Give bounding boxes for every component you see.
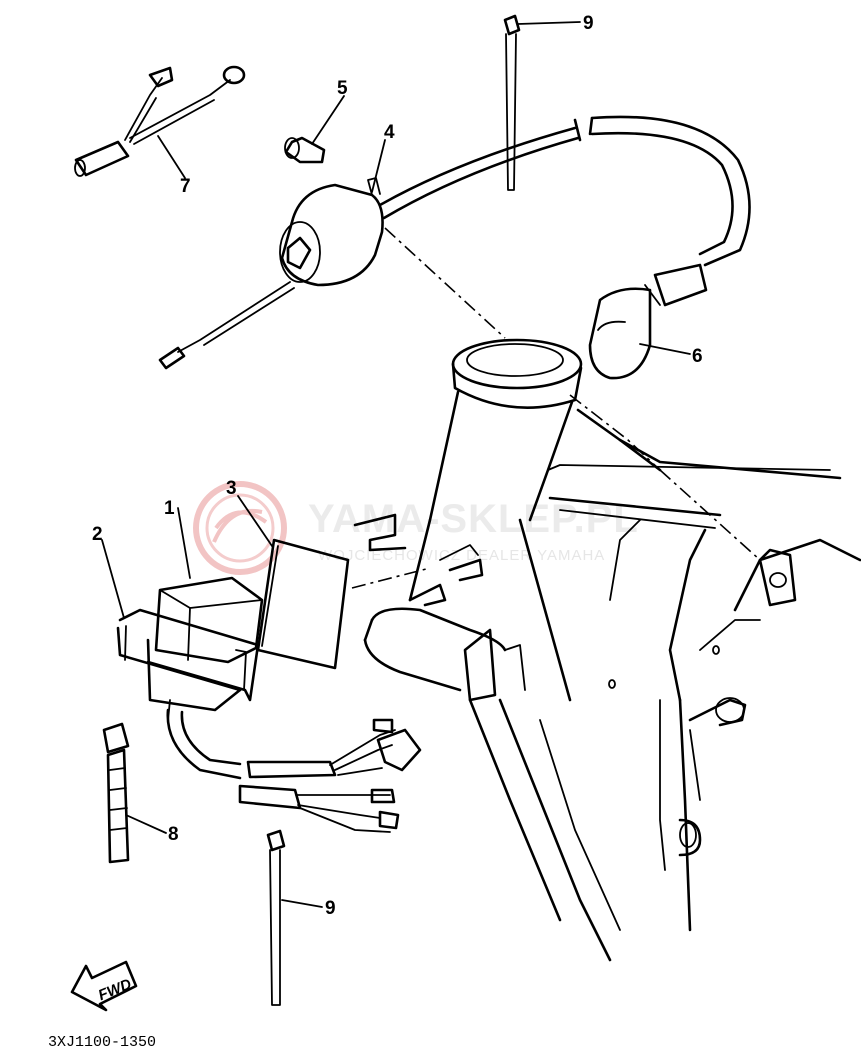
frame bbox=[353, 338, 861, 962]
callout-3: 3 bbox=[226, 478, 237, 499]
leader-lines bbox=[101, 21, 691, 908]
wire-lead bbox=[74, 65, 246, 177]
wire-band bbox=[102, 722, 130, 864]
callout-9-top: 9 bbox=[583, 13, 594, 34]
fwd-arrow-icon: FWD bbox=[70, 960, 138, 1012]
ignition-coil bbox=[158, 115, 751, 370]
watermark-subtitle: WOJCIECHOWICZ DEALER YAMAHA bbox=[318, 547, 605, 564]
callout-6: 6 bbox=[692, 346, 703, 367]
cdi-holder-band bbox=[116, 608, 260, 702]
callout-2: 2 bbox=[92, 524, 103, 545]
callout-5: 5 bbox=[337, 78, 348, 99]
callout-9-bottom: 9 bbox=[325, 898, 336, 919]
cdi-unit bbox=[146, 576, 422, 833]
coil-bolt bbox=[284, 136, 326, 164]
watermark: YAMA-SKLEP.PL WOJCIECHOWICZ DEALER YAMAH… bbox=[193, 481, 639, 575]
assembly-lines bbox=[351, 227, 761, 589]
fwd-label: FWD bbox=[96, 976, 134, 1005]
cable-tie-bottom bbox=[266, 829, 286, 1006]
cable-tie-top bbox=[503, 14, 521, 191]
callout-1: 1 bbox=[164, 498, 175, 519]
spark-plug-cap bbox=[588, 263, 708, 380]
diagram-code: 3XJ1100-1350 bbox=[48, 1034, 156, 1051]
callout-7: 7 bbox=[180, 176, 191, 197]
callout-4: 4 bbox=[384, 122, 395, 143]
watermark-logo-icon bbox=[193, 481, 287, 575]
cdi-pad bbox=[256, 538, 350, 670]
callout-8: 8 bbox=[168, 824, 179, 845]
watermark-brand: YAMA-SKLEP.PL bbox=[308, 497, 639, 541]
